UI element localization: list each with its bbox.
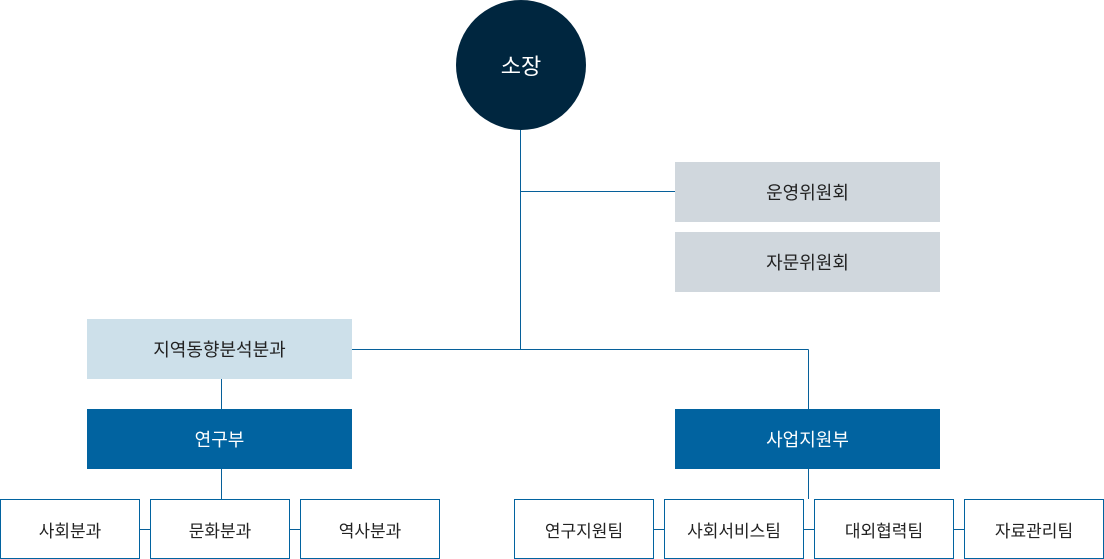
- node-team-research-support: 연구지원팀: [514, 499, 654, 559]
- node-team-records-management: 자료관리팀: [964, 499, 1104, 559]
- node-advisory-committee: 자문위원회: [675, 232, 940, 292]
- node-regional-analysis-division: 지역동향분석분과: [87, 319, 352, 379]
- node-operating-committee-label: 운영위원회: [766, 183, 849, 204]
- node-team-history: 역사분과: [300, 499, 440, 559]
- node-team-culture-label: 문화분과: [188, 521, 252, 542]
- node-team-social-service-label: 사회서비스팀: [687, 521, 781, 542]
- node-research-department-label: 연구부: [194, 430, 245, 451]
- node-advisory-committee-label: 자문위원회: [766, 253, 849, 274]
- node-team-external-cooperation: 대외협력팀: [814, 499, 954, 559]
- node-team-records-management-label: 자료관리팀: [994, 521, 1074, 542]
- node-team-culture: 문화분과: [150, 499, 290, 559]
- node-director: 소장: [456, 0, 586, 130]
- node-business-support-department: 사업지원부: [675, 409, 940, 469]
- node-team-society: 사회분과: [0, 499, 140, 559]
- node-team-research-support-label: 연구지원팀: [544, 521, 624, 542]
- node-business-support-department-label: 사업지원부: [766, 430, 849, 451]
- node-team-social-service: 사회서비스팀: [664, 499, 804, 559]
- node-director-label: 소장: [500, 55, 542, 80]
- node-team-society-label: 사회분과: [38, 521, 102, 542]
- node-team-external-cooperation-label: 대외협력팀: [844, 521, 924, 542]
- node-operating-committee: 운영위원회: [675, 162, 940, 222]
- node-team-history-label: 역사분과: [338, 521, 402, 542]
- node-research-department: 연구부: [87, 409, 352, 469]
- node-regional-analysis-division-label: 지역동향분석분과: [153, 340, 286, 361]
